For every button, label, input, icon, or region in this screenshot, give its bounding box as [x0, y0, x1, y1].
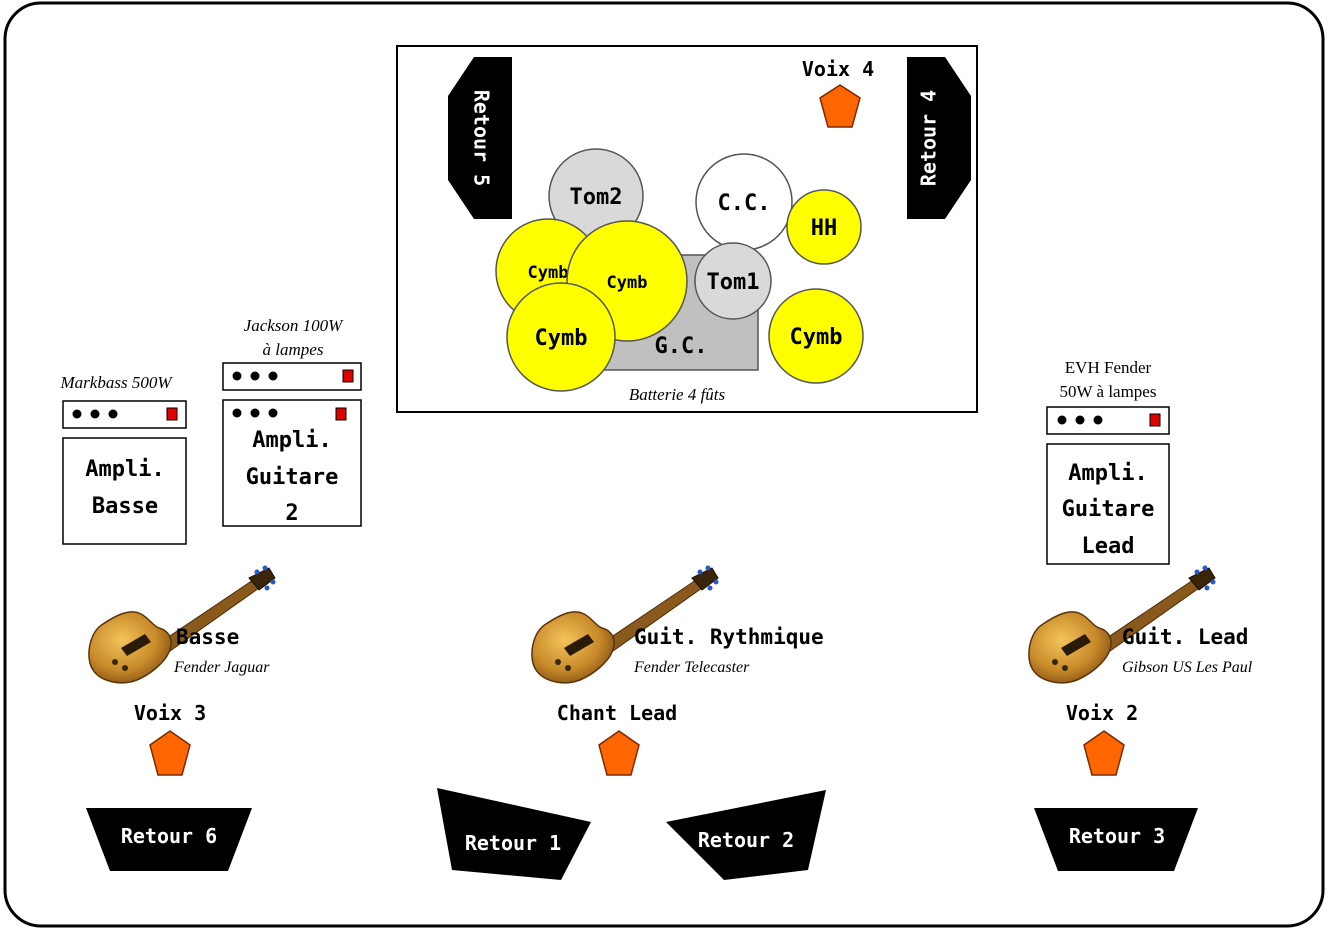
instrument-model: Fender Jaguar — [173, 659, 270, 676]
hihat-label: HH — [811, 216, 838, 241]
monitor-label: Retour 2 — [698, 828, 794, 852]
monitor-label: Retour 6 — [121, 824, 217, 848]
lead-amp-cabinet: Ampli. Guitare Lead — [1046, 443, 1170, 565]
cymbal-label: Cymb — [607, 273, 648, 293]
crash-cymbal-label: C.C. — [718, 191, 771, 216]
tom1-label: Tom1 — [707, 270, 760, 295]
monitor-retour-5: Retour 5 — [448, 57, 512, 219]
cymbal-label: Cymb — [790, 325, 843, 350]
cymbal — [506, 282, 616, 392]
monitor-label: Retour 4 — [917, 90, 941, 186]
amp-label-line2: Guitare — [246, 465, 339, 490]
amp-label-line1: Ampli. — [252, 428, 331, 453]
bass-amp-cabinet: Ampli. Basse — [62, 437, 187, 545]
voice-label: Voix 3 — [134, 701, 206, 725]
amp-model-line1: Jackson 100W — [244, 316, 345, 335]
hihat — [786, 189, 862, 265]
microphone-icon — [819, 84, 861, 128]
amp-model-line2: à lampes — [263, 340, 324, 359]
cymbal — [768, 288, 864, 384]
monitor-label: Retour 1 — [465, 831, 561, 855]
voice-label: Chant Lead — [557, 701, 677, 725]
instrument-label: Guit. Rythmique — [634, 625, 824, 649]
tom1-drum — [694, 242, 772, 320]
cymbal-label: Cymb — [528, 263, 569, 283]
stage-border — [3, 1, 1325, 928]
microphone-icon — [598, 730, 640, 776]
amp-label-line3: Lead — [1082, 534, 1135, 559]
guitar2-amp-head — [222, 362, 362, 391]
amp-label-line1: Ampli. — [1068, 461, 1147, 486]
lead-amp-head — [1046, 406, 1170, 435]
cymbal-label: Cymb — [535, 326, 588, 351]
monitor-label: Retour 5 — [470, 90, 494, 186]
amp-label-line3: 2 — [285, 501, 298, 526]
monitor-retour-3: Retour 3 — [1034, 808, 1198, 871]
voice-label: Voix 2 — [1066, 701, 1138, 725]
microphone-icon — [1083, 730, 1125, 776]
monitor-retour-2: Retour 2 — [666, 790, 826, 880]
amp-label-line2: Guitare — [1062, 497, 1155, 522]
bass-amp-head — [62, 400, 187, 429]
guitar2-amp-cabinet: Ampli. Guitare 2 — [222, 399, 362, 527]
drum-kit-caption: Batterie 4 fûts — [629, 385, 726, 404]
kick-drum-label: G.C. — [655, 334, 708, 359]
instrument-model: Gibson US Les Paul — [1122, 659, 1253, 676]
microphone-icon — [149, 730, 191, 776]
monitor-label: Retour 3 — [1069, 824, 1165, 848]
instrument-label: Basse — [176, 625, 239, 649]
instrument-model: Fender Telecaster — [633, 659, 750, 676]
amp-model: Markbass 500W — [60, 373, 174, 392]
voice-label: Voix 4 — [802, 57, 874, 81]
amp-model-line1: EVH Fender — [1065, 358, 1152, 377]
instrument-label: Guit. Lead — [1122, 625, 1248, 649]
monitor-retour-6: Retour 6 — [86, 808, 252, 871]
tom2-label: Tom2 — [570, 185, 623, 210]
amp-label-line2: Basse — [92, 494, 158, 519]
monitor-retour-1: Retour 1 — [437, 788, 591, 880]
amp-label-line1: Ampli. — [85, 457, 164, 482]
amp-model-line2: 50W à lampes — [1060, 382, 1157, 401]
monitor-retour-4: Retour 4 — [907, 57, 971, 219]
